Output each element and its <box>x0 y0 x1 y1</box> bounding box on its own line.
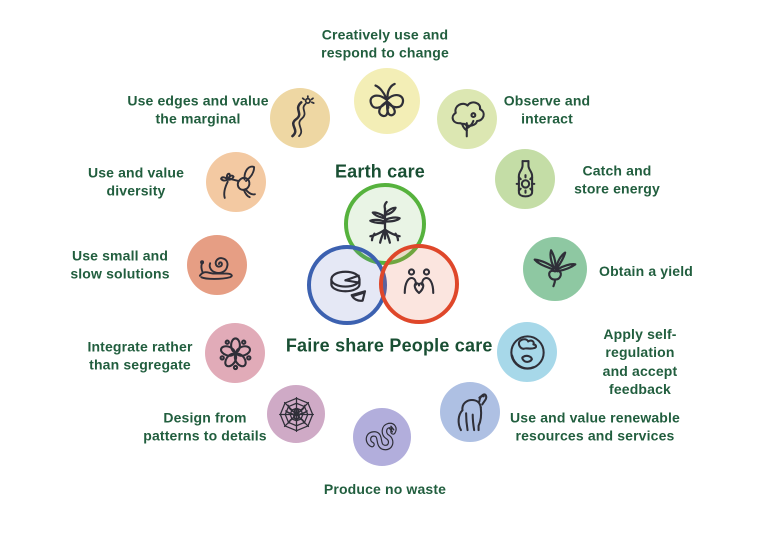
catch-and-store-energy-label: Catch and store energy <box>574 162 660 197</box>
use-edges-and-value-the-marginal-circle <box>270 88 330 148</box>
venn-people-care-circle <box>379 244 459 324</box>
use-and-value-diversity-circle <box>206 152 266 212</box>
design-from-patterns-to-details-label: Design from patterns to details <box>143 409 267 444</box>
spider-web-icon <box>274 392 319 437</box>
produce-no-waste-circle <box>353 408 411 466</box>
use-and-value-renewable-label: Use and value renewable resources and se… <box>510 409 680 444</box>
integrate-rather-than-segregate-circle <box>205 323 265 383</box>
venn-faire-share-circle <box>307 245 387 325</box>
use-edges-and-value-the-marginal-label: Use edges and value the marginal <box>127 92 269 127</box>
creatively-use-and-respond-to-change-circle <box>354 68 420 134</box>
integrate-rather-than-segregate-label: Integrate rather than segregate <box>87 338 193 373</box>
earth-care-label: Earth care <box>334 161 426 182</box>
obtain-a-yield-label: Obtain a yield <box>599 262 693 279</box>
observe-and-interact-circle <box>437 89 497 149</box>
apply-self-regulation-label: Apply self-regulation and accept feedbac… <box>602 326 678 398</box>
globe-icon <box>504 329 551 376</box>
bottle-sun-icon <box>502 156 549 203</box>
creatively-use-and-respond-to-change-label: Creatively use and respond to change <box>321 26 449 61</box>
tree-icon <box>444 96 491 143</box>
worm-icon <box>360 415 405 460</box>
use-small-and-slow-solutions-circle <box>187 235 247 295</box>
butterfly-icon <box>362 76 413 127</box>
snail-icon <box>194 242 241 289</box>
winding-path-icon <box>277 95 324 142</box>
apply-self-regulation-circle <box>497 322 557 382</box>
sapling-icon <box>359 198 411 250</box>
pie-share-icon <box>322 260 372 310</box>
design-from-patterns-to-details-circle <box>267 385 325 443</box>
hummingbird-icon <box>213 159 260 206</box>
flower-icon <box>212 330 259 377</box>
people-heart-icon <box>395 260 443 308</box>
use-and-value-diversity-label: Use and value diversity <box>87 164 185 199</box>
use-and-value-renewable-circle <box>440 382 500 442</box>
catch-and-store-energy-circle <box>495 149 555 209</box>
horse-icon <box>447 389 494 436</box>
radish-icon <box>530 244 580 294</box>
produce-no-waste-label: Produce no waste <box>323 480 447 497</box>
use-small-and-slow-solutions-label: Use small and slow solutions <box>70 247 170 282</box>
obtain-a-yield-circle <box>523 237 587 301</box>
observe-and-interact-label: Observe and interact <box>503 92 591 127</box>
people-care-label: People care <box>389 335 493 356</box>
faire-share-label: Faire share <box>285 335 385 356</box>
